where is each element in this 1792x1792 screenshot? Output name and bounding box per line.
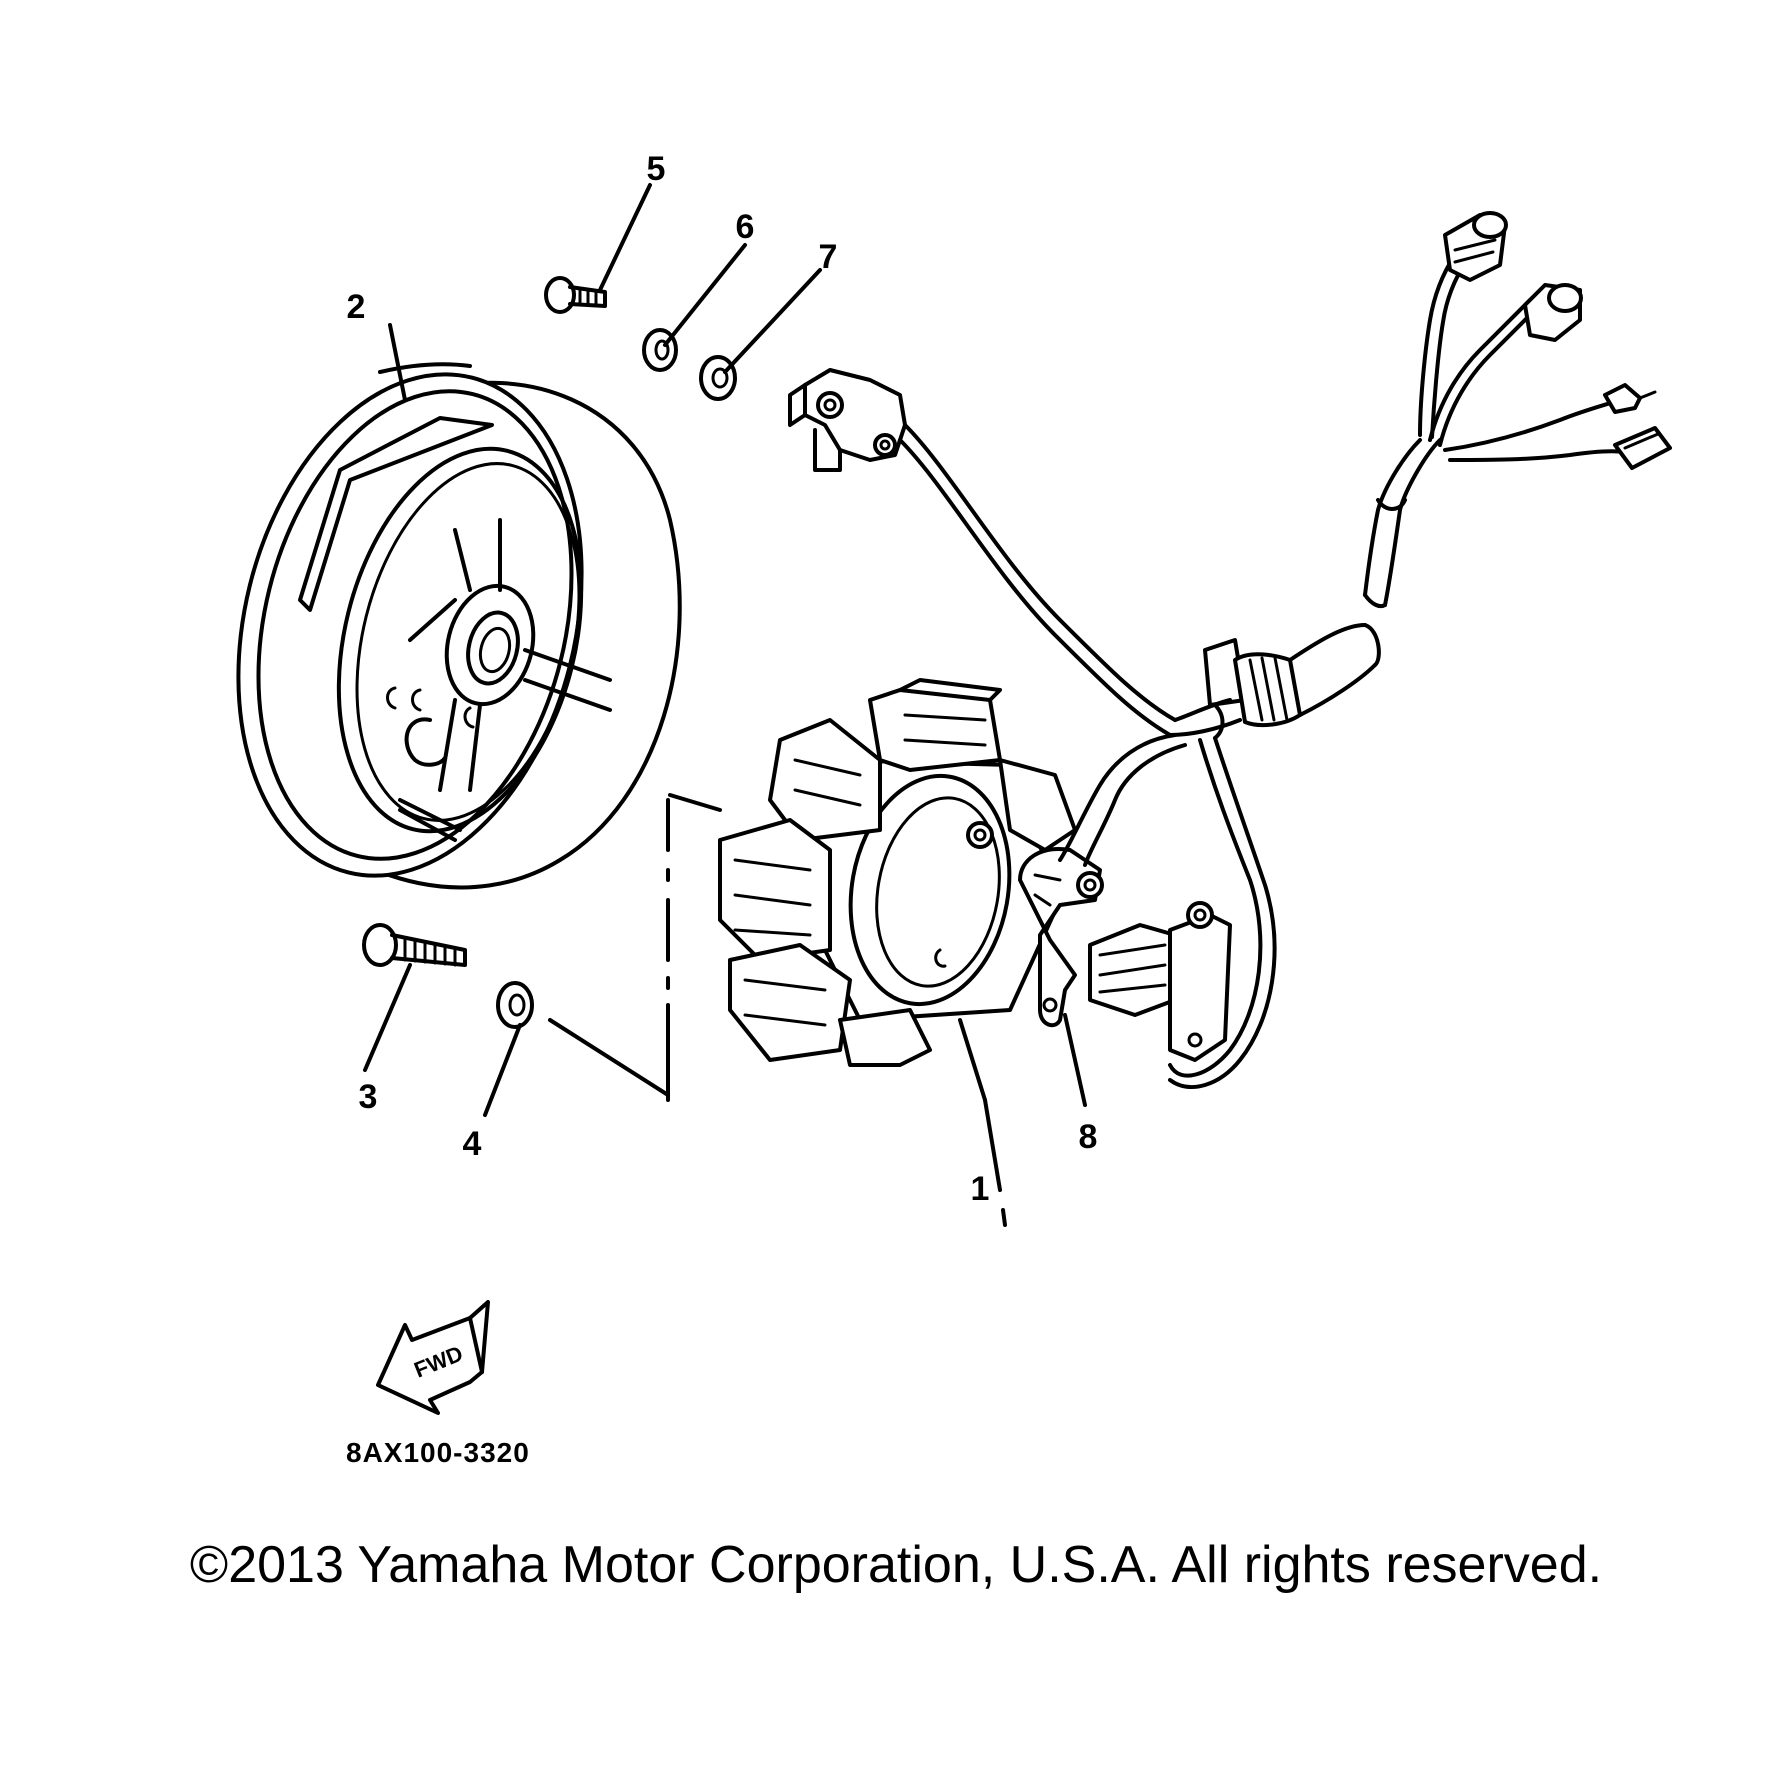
reference-code: 8AX100-3320 [346, 1437, 530, 1468]
forward-arrow-icon: FWD [376, 1300, 490, 1415]
washer-part-7 [699, 355, 737, 401]
callout-5: 5 [647, 150, 666, 188]
washer-part-4 [496, 981, 534, 1029]
callout-7: 7 [819, 238, 838, 276]
copyright-notice: ©2013 Yamaha Motor Corporation, U.S.A. A… [189, 1536, 1603, 1594]
callout-4: 4 [463, 1125, 482, 1163]
stator-assembly [718, 678, 1077, 1067]
flywheel-rotor [236, 362, 682, 890]
pulser-coil-part-8 [1018, 847, 1104, 1028]
lighting-coil-block [1088, 901, 1232, 1062]
wiring-harness [788, 211, 1672, 1090]
alignment-lines [548, 793, 1007, 1227]
callout-2: 2 [347, 288, 366, 326]
callout-1: 1 [971, 1170, 990, 1208]
leader-lines [363, 183, 1087, 1117]
callout-8: 8 [1079, 1118, 1098, 1156]
screw-part-5 [544, 276, 607, 314]
callout-6: 6 [736, 208, 755, 246]
callout-3: 3 [359, 1078, 378, 1116]
bolt-part-3 [362, 923, 467, 967]
